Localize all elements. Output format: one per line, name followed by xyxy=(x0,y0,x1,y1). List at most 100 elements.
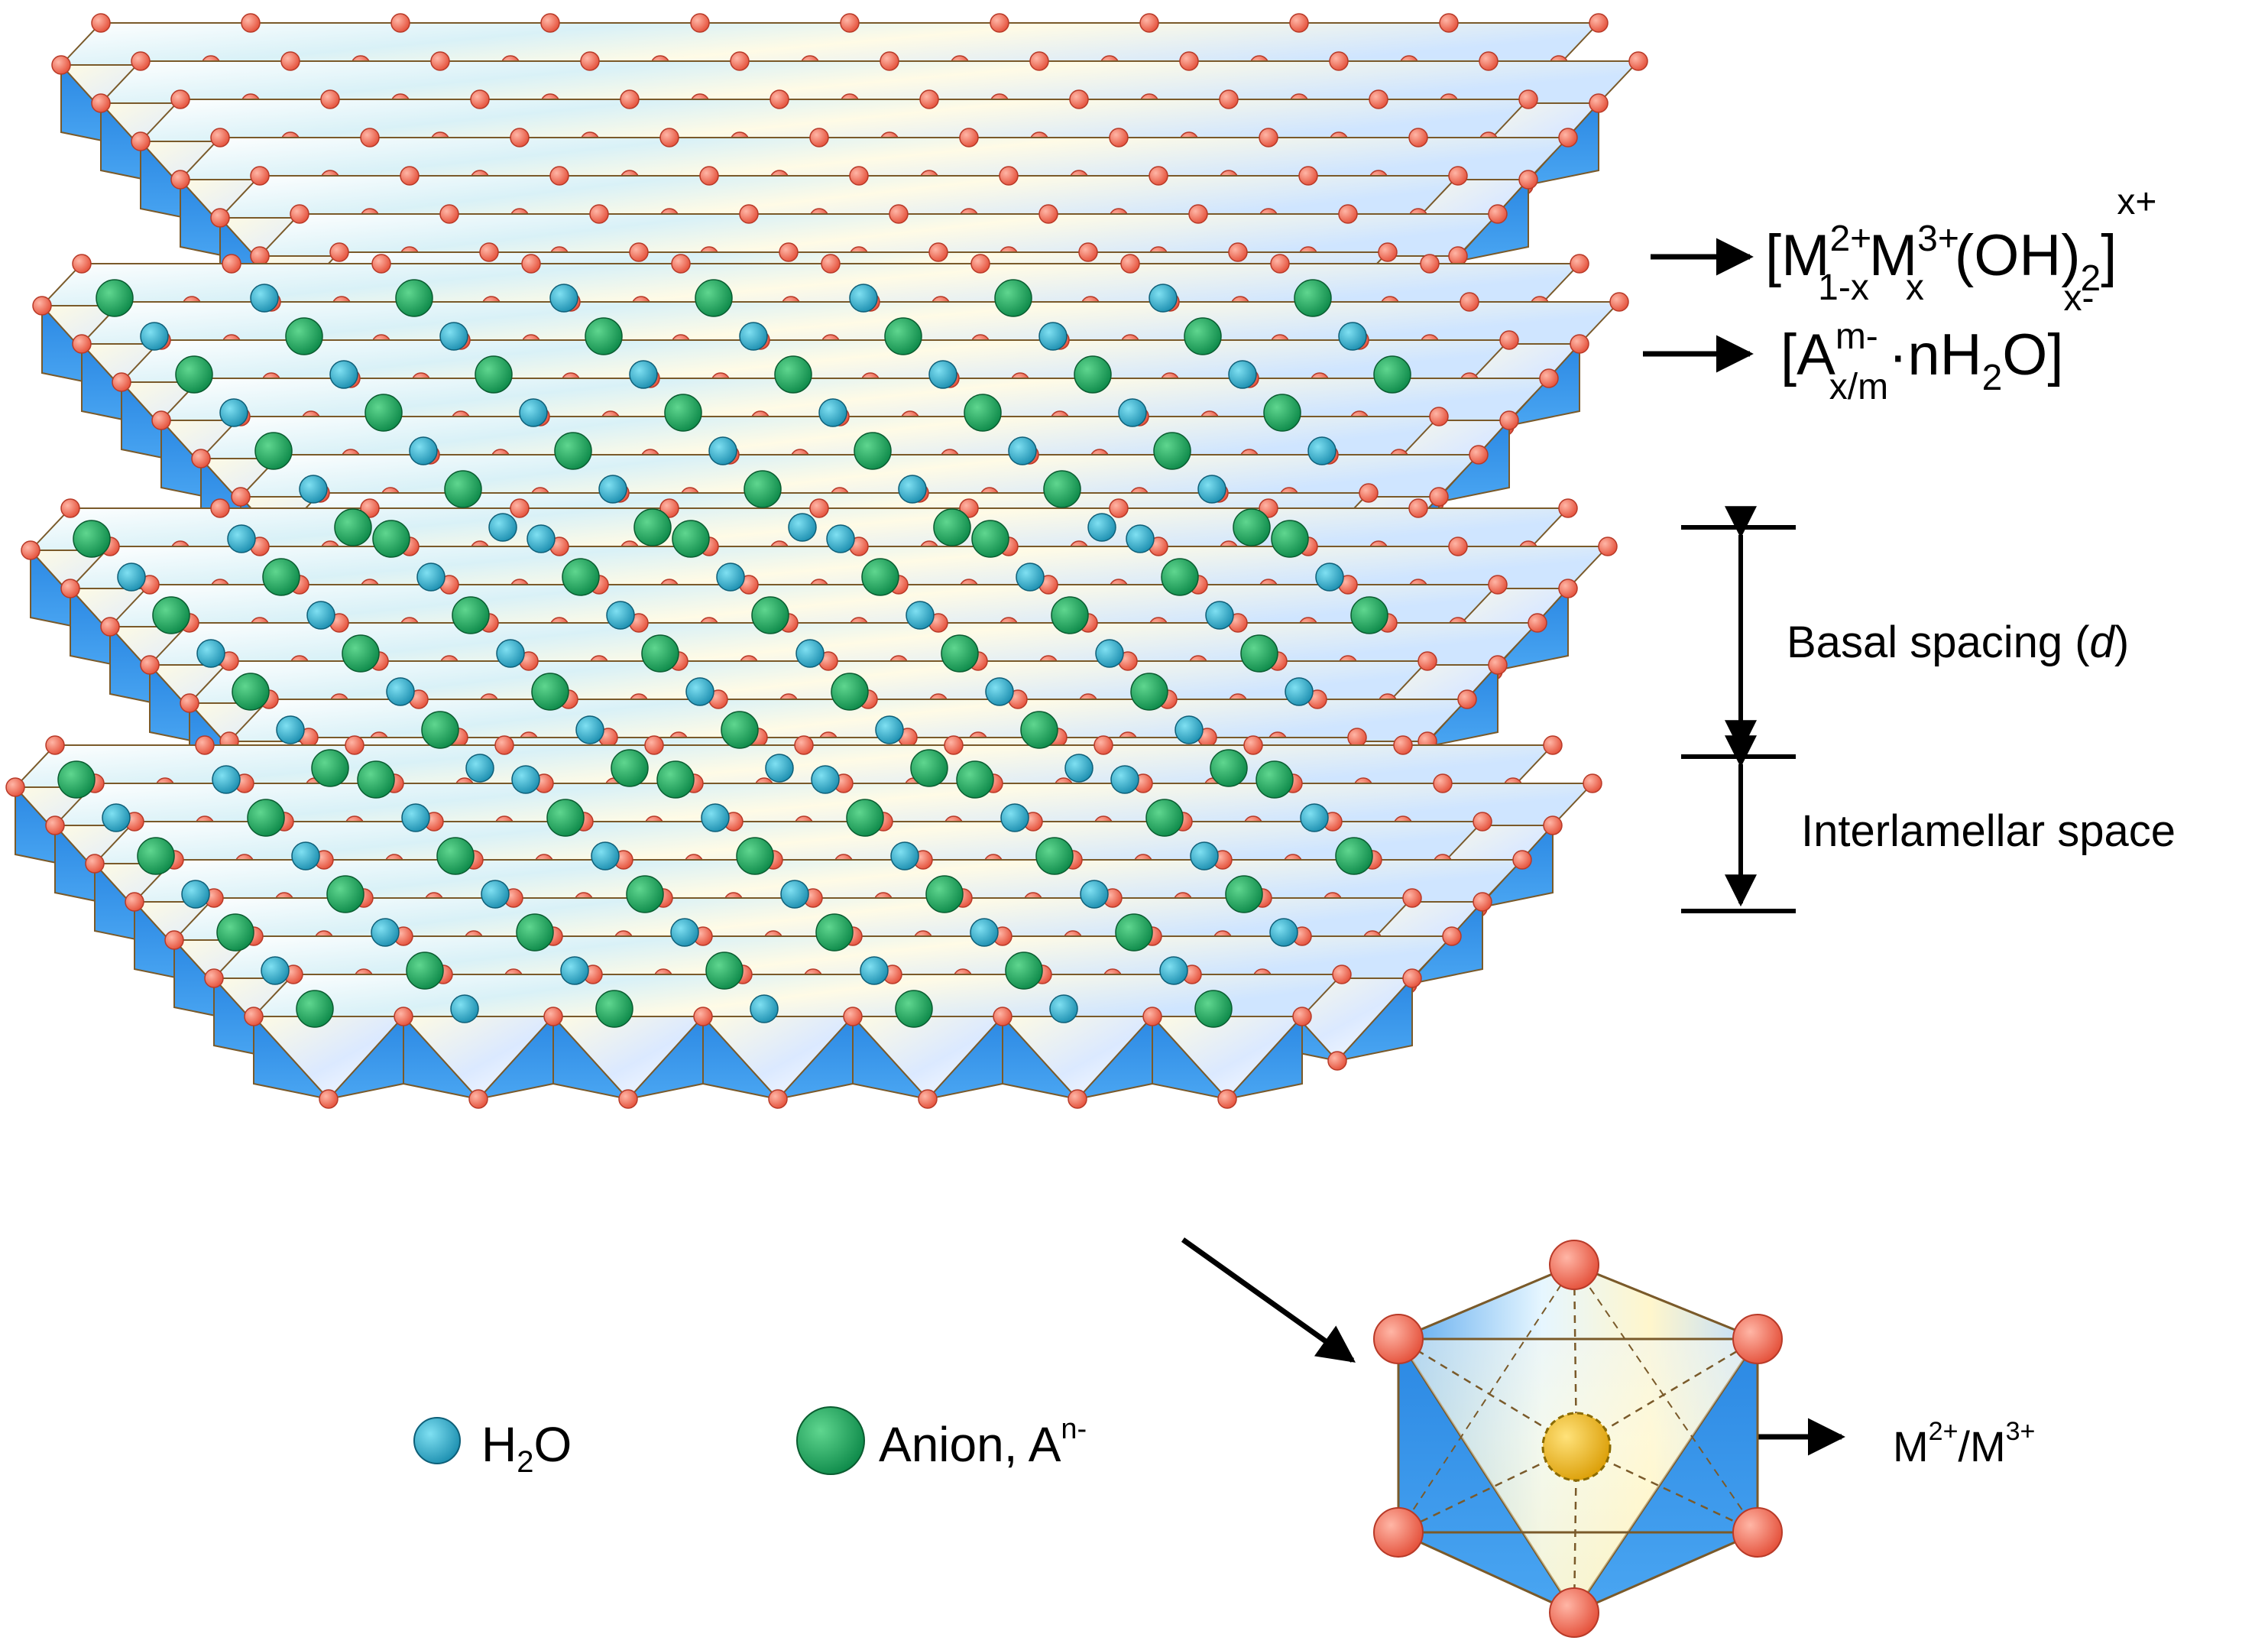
hydroxyl-group xyxy=(72,334,92,354)
hydroxyl-vertex xyxy=(1549,1240,1599,1290)
hydroxyl-group xyxy=(1570,254,1589,274)
hydroxyl-group xyxy=(739,204,759,224)
hydroxyl-group xyxy=(85,854,105,874)
interlayer-water xyxy=(860,956,889,985)
hydroxyl-group xyxy=(1420,254,1440,274)
legend-water-label: H2O xyxy=(481,1417,572,1479)
hydroxyl-group xyxy=(1069,89,1089,109)
hydroxyl-group xyxy=(1142,1007,1162,1026)
hydroxyl-group xyxy=(1369,89,1388,109)
hydroxyl-group xyxy=(918,1089,938,1109)
hydroxyl-group xyxy=(620,89,640,109)
metal-cation xyxy=(1541,1412,1612,1482)
hydroxyl-group xyxy=(100,617,120,637)
interlayer-anion xyxy=(1350,596,1388,634)
interlayer-anion xyxy=(262,558,300,596)
interlayer-water xyxy=(629,360,658,389)
hydroxyl-group xyxy=(479,242,499,262)
hydroxyl-group xyxy=(644,735,664,755)
interlayer-anion xyxy=(342,634,380,673)
interlayer-anion xyxy=(611,749,649,787)
interlayer-anion xyxy=(1161,558,1199,596)
hydroxyl-group xyxy=(809,498,829,518)
hydroxyl-group xyxy=(131,131,151,151)
interlayer-water xyxy=(560,956,589,985)
hydroxyl-group xyxy=(543,1007,563,1026)
interlayer-anion xyxy=(736,837,774,875)
hydroxyl-group xyxy=(1609,292,1629,312)
hydroxyl-group xyxy=(1539,368,1559,388)
interlayer-anion xyxy=(232,673,270,711)
hydroxyl-group xyxy=(659,498,679,518)
hydroxyl-group xyxy=(1512,850,1532,870)
interlayer-anion xyxy=(1153,432,1191,470)
interlayer-anion xyxy=(554,432,592,470)
hydroxyl-group xyxy=(1402,968,1422,988)
octahedron-hidden-edge xyxy=(1398,1264,1575,1533)
interlayer-water xyxy=(606,601,635,630)
hydroxyl-vertex xyxy=(1373,1507,1424,1558)
hydroxyl-group xyxy=(671,254,691,274)
interlayer-water xyxy=(875,715,904,744)
interlayer-anion xyxy=(137,837,175,875)
interlayer-anion xyxy=(895,990,933,1028)
interlayer-water xyxy=(488,513,517,542)
hydroxyl-group xyxy=(1038,204,1058,224)
hydroxyl-group xyxy=(430,51,450,71)
hydroxyl-group xyxy=(690,13,710,33)
hydroxyl-group xyxy=(840,13,860,33)
interlayer-water xyxy=(291,841,320,871)
hydroxyl-group xyxy=(32,296,52,316)
hydroxyl-group xyxy=(1243,735,1263,755)
hydroxyl-group xyxy=(91,93,111,113)
interlayer-water xyxy=(549,284,578,313)
hydroxyl-group xyxy=(241,13,261,33)
interlayer-anion xyxy=(815,913,854,952)
hydroxyl-group xyxy=(371,254,391,274)
interlayer-anion xyxy=(152,596,190,634)
hydroxyl-group xyxy=(360,128,380,148)
hydroxyl-group xyxy=(1598,537,1618,556)
interlayer-anion xyxy=(96,279,134,317)
hydroxyl-group xyxy=(1570,334,1589,354)
hydroxyl-group xyxy=(521,254,541,274)
interlayer-anion xyxy=(1294,279,1332,317)
hydroxyl-group xyxy=(849,166,869,186)
metal-center-label: M2+/M3+ xyxy=(1893,1417,2035,1470)
interlayer-anion xyxy=(626,875,664,913)
hydroxyl-group xyxy=(510,498,530,518)
interlayer-anion xyxy=(854,432,892,470)
hydroxyl-group xyxy=(1543,815,1563,835)
interlayer-water xyxy=(1205,601,1234,630)
hydroxyl-group xyxy=(1473,812,1492,832)
hydroxyl-group xyxy=(928,242,948,262)
interlayer-anion xyxy=(216,913,254,952)
hydroxyl-group xyxy=(1488,575,1508,595)
interlayer-anion xyxy=(1256,760,1294,799)
hydroxyl-group xyxy=(629,242,649,262)
legend: H2O Anion, An- xyxy=(413,1406,1087,1479)
interlayer-water xyxy=(1110,765,1139,794)
interlayer-water xyxy=(701,803,730,832)
interlayer-anion xyxy=(1210,749,1248,787)
hydroxyl-group xyxy=(1329,51,1349,71)
interlayer-anion xyxy=(1043,470,1081,508)
interlayer-water xyxy=(1307,436,1336,465)
interlayer-anion xyxy=(641,634,679,673)
interlayer-water xyxy=(685,677,714,706)
hydroxyl-group xyxy=(1439,13,1459,33)
hydroxyl-group xyxy=(222,254,241,274)
interlayer-anion xyxy=(436,837,475,875)
interlayer-anion xyxy=(296,990,334,1028)
interlayer-water xyxy=(439,322,468,351)
labels: [M2+1-xM3+x(OH)2]x+ [Am-x/m·nH2O]x- Basa… xyxy=(1765,182,2176,1470)
interlayer-anion xyxy=(884,317,922,355)
interlayer-anion xyxy=(705,952,744,990)
interlayer-water xyxy=(1159,956,1188,985)
hydroxyl-group xyxy=(1518,89,1538,109)
hydroxyl-group xyxy=(1094,735,1113,755)
interlayer-anion xyxy=(1130,673,1168,711)
interlayer-water xyxy=(716,563,745,592)
hydroxyl-group xyxy=(60,579,80,598)
hydroxyl-group xyxy=(470,89,490,109)
